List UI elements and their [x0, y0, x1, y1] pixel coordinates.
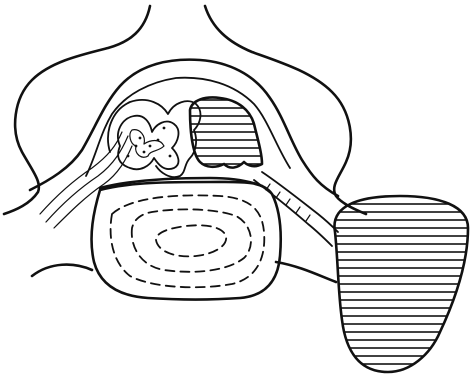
stipple-dot-1 — [139, 137, 142, 140]
central-mass — [92, 182, 281, 300]
mass-dashed-ring-inner — [156, 225, 226, 256]
stipple-dot-8 — [169, 155, 172, 158]
nerve-tract-2 — [46, 136, 128, 222]
duct-upper — [262, 172, 338, 232]
sinus-hatching — [186, 94, 266, 174]
stipple-dot-7 — [127, 155, 130, 158]
lobed-structure-inner — [130, 130, 164, 158]
stipple-dot-3 — [157, 139, 160, 142]
stipple-dot-4 — [143, 151, 146, 154]
stipple-dot-6 — [163, 127, 166, 130]
mass-dashed-ring-middle — [132, 209, 251, 271]
lobed-structure-left — [118, 116, 179, 170]
stipple-dot-5 — [135, 145, 138, 148]
inner-arch — [30, 60, 338, 196]
lower-right-curve — [276, 262, 336, 282]
stipple-dot-2 — [149, 145, 152, 148]
lower-left-curve — [32, 265, 92, 276]
